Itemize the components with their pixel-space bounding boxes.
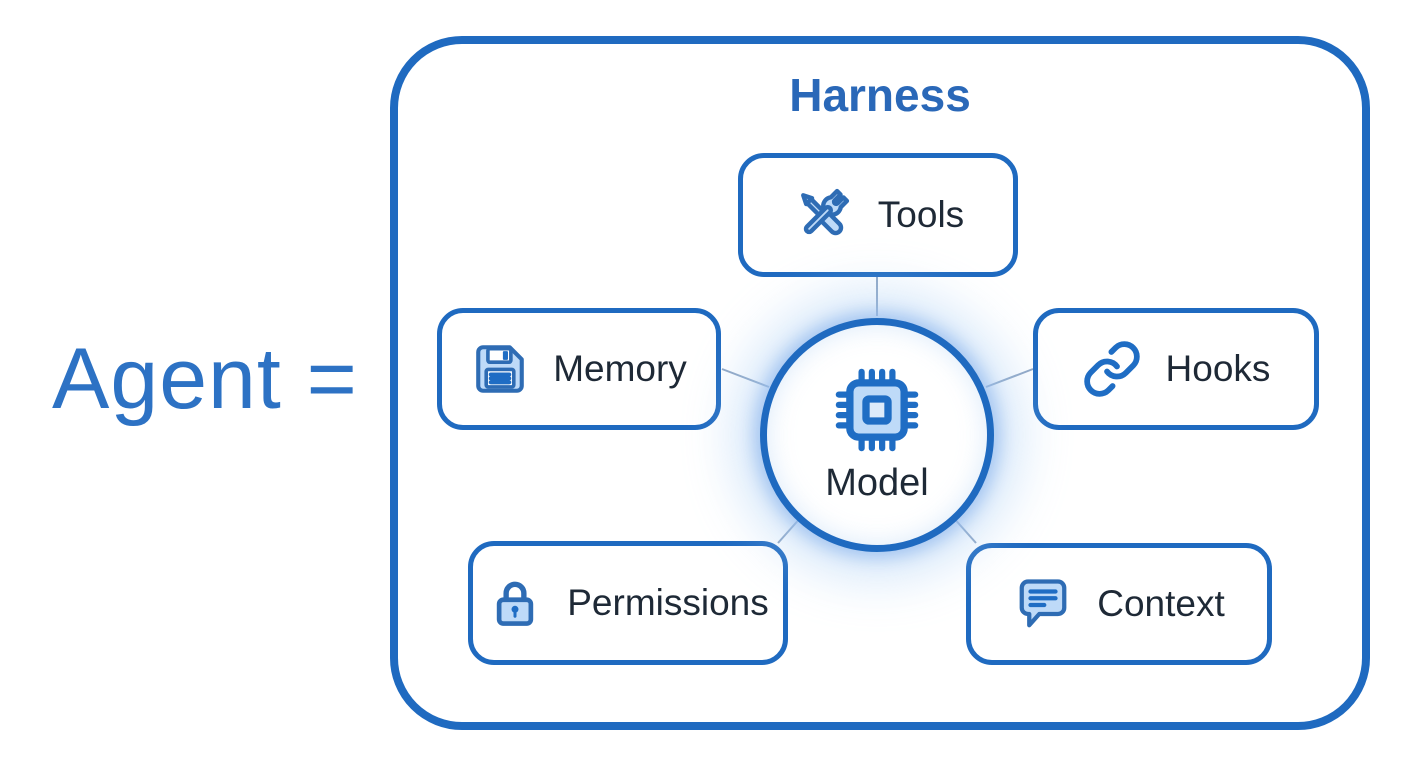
connector-hooks-model — [985, 368, 1034, 388]
lock-icon — [487, 575, 543, 631]
harness-title: Harness — [789, 69, 971, 121]
chain-link-icon — [1082, 339, 1142, 399]
node-label: Context — [1097, 583, 1225, 624]
node-label: Memory — [553, 348, 687, 389]
node-label: Tools — [877, 194, 965, 235]
node-model: Model — [760, 318, 994, 552]
chat-bubble-icon — [1013, 574, 1073, 634]
model-label: Model — [825, 461, 929, 504]
node-permissions: Permissions — [468, 541, 788, 665]
tools-icon — [792, 184, 854, 246]
connector-memory-model — [721, 368, 770, 388]
chip-icon — [833, 366, 921, 454]
node-memory: Memory — [437, 308, 721, 430]
node-tools: Tools — [738, 153, 1018, 277]
node-hooks: Hooks — [1033, 308, 1319, 430]
node-label: Permissions — [567, 582, 769, 623]
harness-container: Harness — [390, 36, 1370, 730]
node-label: Hooks — [1165, 348, 1271, 389]
agent-equals-label: Agent = — [52, 331, 358, 427]
floppy-disk-icon — [471, 340, 529, 398]
node-context: Context — [966, 543, 1272, 665]
